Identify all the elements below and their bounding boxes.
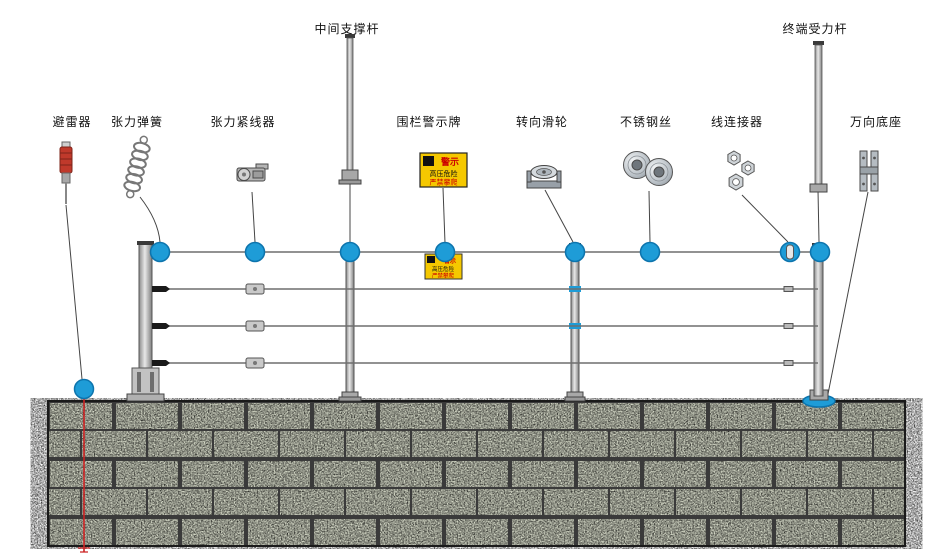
arrester-base-marker [73,378,95,400]
insulator-arrows [152,249,170,366]
middle-support-rod-icon [338,34,362,185]
label-universal-base: 万向底座 [849,115,903,129]
middle-support-post [338,247,362,402]
label-turning-pulley: 转向滑轮 [515,115,569,129]
ground-wire [78,393,90,553]
component-marker [434,241,456,263]
terminal-rod-icon [809,41,828,193]
label-middle-support-rod: 中间支撑杆 [314,22,380,36]
tension-spring-icon [123,135,151,199]
wire-connector-icon [727,150,755,191]
lightning-arrester-icon [59,141,73,204]
insulator-arrow [152,323,170,329]
small-sign-line2: 严禁攀爬 [432,272,455,280]
callout-markers [73,241,831,400]
label-wire-connector: 线连接器 [710,115,764,129]
label-arrester: 避雷器 [52,115,92,129]
universal-base-icon [859,150,879,192]
intermediate-post [564,243,586,402]
warning-sign-line2: 严禁攀爬 [430,178,458,187]
wire-tensioner-icon [236,163,269,182]
component-marker [244,241,266,263]
component-marker [639,241,661,263]
stainless-wire-spools-icon [623,151,673,186]
inline-tensioner [245,283,265,295]
component-marker [149,241,171,263]
component-marker [339,241,361,263]
wire-end-connector [783,323,794,329]
inline-tensioner [245,357,265,369]
insulator-arrow [152,286,170,292]
brick-wall [47,400,906,547]
connector-in-marker [786,244,794,260]
label-wire-tensioner: 张力紧线器 [210,115,276,129]
small-sign-line1: 高压危险 [432,265,455,273]
turning-pulley-icon [526,165,562,189]
warning-sign-header: 警示 [441,156,459,168]
wire-end-connector [783,360,794,366]
component-marker [564,241,586,263]
right-terminal-post [809,243,829,401]
fence-wires [152,251,818,364]
warning-sign-icon: 警示 高压危险 严禁攀爬 [419,152,468,188]
left-terminal-post [126,241,165,402]
label-stainless-wire: 不锈钢丝 [619,115,673,129]
insulator-arrow [152,360,170,366]
warning-sign-line1: 高压危险 [430,169,458,178]
inline-tensioner [245,320,265,332]
component-marker [809,241,831,263]
leader-lines [65,184,869,395]
label-tension-spring: 张力弹簧 [110,115,164,129]
label-terminal-rod: 终端受力杆 [782,22,848,36]
label-fence-warning-sign: 围栏警示牌 [396,115,462,129]
wire-end-connector [783,286,794,292]
inline-tensioners [245,283,794,369]
